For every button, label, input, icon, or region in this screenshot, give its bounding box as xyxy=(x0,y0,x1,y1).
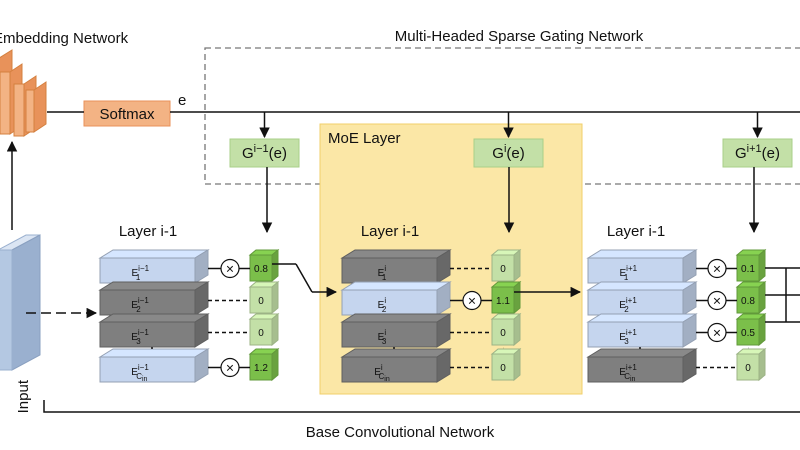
gate-cell xyxy=(491,254,515,282)
gate-cell-side xyxy=(271,248,279,283)
base-network-bracket xyxy=(43,400,800,413)
multiply-symbol: × xyxy=(713,325,721,341)
gate-value: 0 xyxy=(500,328,506,339)
expert-block xyxy=(341,289,438,316)
gate-cell xyxy=(736,353,760,381)
expert-block-top xyxy=(98,249,210,259)
expert-block xyxy=(587,356,684,383)
gate-cell-side xyxy=(271,347,279,382)
expert-block-top xyxy=(586,281,698,291)
layer-title: Layer i-1 xyxy=(119,223,177,240)
gate-cell-side xyxy=(758,280,766,315)
multiply-symbol: × xyxy=(226,261,234,277)
expert-block-top xyxy=(340,281,452,291)
gate-function-label: Gi+1(e) xyxy=(735,143,780,162)
gate-cell-side xyxy=(758,312,766,347)
gate-cell xyxy=(249,318,273,346)
expert-block-top xyxy=(586,348,698,358)
gate-value: 0.8 xyxy=(254,264,268,275)
embedding-vector-label: e xyxy=(178,92,186,109)
expert-block-top xyxy=(98,313,210,323)
gate-cell-side xyxy=(271,280,279,315)
gate-value: 0.5 xyxy=(741,328,755,339)
multiply-symbol: × xyxy=(713,261,721,277)
expert-block-top xyxy=(98,281,210,291)
softmax-box xyxy=(83,100,171,127)
expert-block-top xyxy=(586,313,698,323)
expert-block xyxy=(341,321,438,348)
gate-value: 0 xyxy=(258,296,264,307)
expert-block-top xyxy=(586,249,698,259)
gate-value: 0.1 xyxy=(741,264,755,275)
input-label: Input xyxy=(15,379,32,413)
expert-block-top xyxy=(340,348,452,358)
gate-value: 0.8 xyxy=(741,296,755,307)
gate-cell-side xyxy=(513,347,521,382)
layer1-out-b xyxy=(295,263,313,293)
gate-cell-side xyxy=(758,347,766,382)
gate-function-box xyxy=(722,138,793,168)
multiply-symbol: × xyxy=(226,360,234,376)
gate-value: 1.1 xyxy=(496,296,510,307)
expert-block xyxy=(99,289,196,316)
gate-function-box xyxy=(229,138,300,168)
gate-function-label: Gi(e) xyxy=(492,143,524,162)
expert-block xyxy=(99,321,196,348)
softmax-label: Softmax xyxy=(99,106,155,123)
gate-function-box xyxy=(473,138,544,168)
gate-value: 0 xyxy=(258,328,264,339)
gate-cell xyxy=(491,318,515,346)
gate-cell-side xyxy=(513,312,521,347)
base-network-title: Base Convolutional Network xyxy=(306,424,495,441)
multiply-symbol: × xyxy=(468,293,476,309)
expert-block-top xyxy=(98,348,210,358)
embedding-network-title: Embedding Network xyxy=(0,30,129,47)
embedding-network-stack xyxy=(0,49,47,137)
expert-block-top xyxy=(340,249,452,259)
expert-block xyxy=(99,356,196,383)
layer-title: Layer i-1 xyxy=(361,223,419,240)
expert-block xyxy=(587,289,684,316)
expert-block-top xyxy=(340,313,452,323)
expert-block xyxy=(587,321,684,348)
gating-network-title: Multi-Headed Sparse Gating Network xyxy=(395,28,644,45)
expert-block xyxy=(99,257,196,284)
gate-cell xyxy=(491,353,515,381)
gate-cell xyxy=(249,286,273,314)
expert-block xyxy=(341,257,438,284)
gate-value: 1.2 xyxy=(254,363,268,374)
moe-layer-title: MoE Layer xyxy=(328,130,401,147)
gate-function-label: Gi−1(e) xyxy=(242,143,287,162)
layer-title: Layer i-1 xyxy=(607,223,665,240)
gate-value: 0 xyxy=(745,363,751,374)
gate-cell-side xyxy=(271,312,279,347)
input-block xyxy=(0,234,41,371)
gate-cell-side xyxy=(758,248,766,283)
gate-value: 0 xyxy=(500,264,506,275)
expert-block xyxy=(341,356,438,383)
gate-cell-side xyxy=(513,280,521,315)
gate-value: 0 xyxy=(500,363,506,374)
multiply-symbol: × xyxy=(713,293,721,309)
gate-cell-side xyxy=(513,248,521,283)
